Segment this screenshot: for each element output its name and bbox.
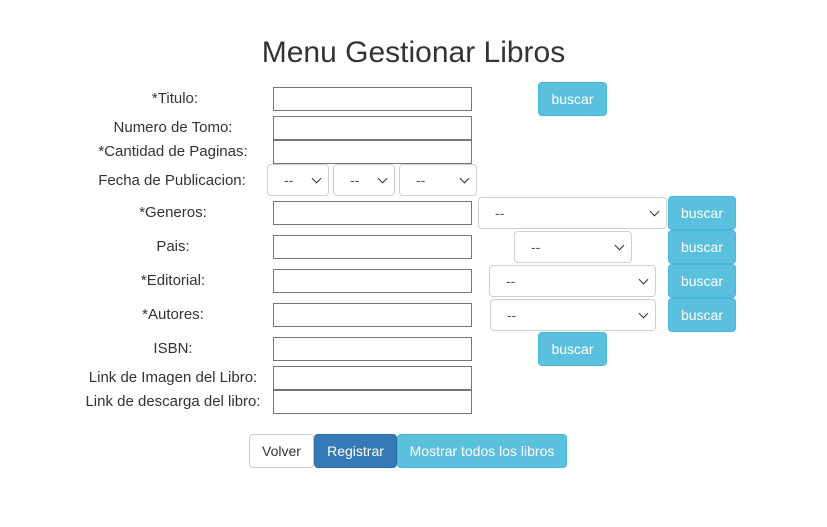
chevron-down-icon [638, 308, 649, 319]
chevron-down-icon [311, 173, 322, 184]
chevron-down-icon [638, 274, 649, 285]
buscar-autores-button[interactable]: buscar [668, 298, 736, 332]
fecha-day-value: -- [284, 172, 294, 188]
volver-button[interactable]: Volver [249, 434, 314, 468]
fecha-year-value: -- [416, 172, 426, 188]
pais-label: Pais: [156, 238, 190, 255]
fecha-month-select[interactable]: -- [333, 164, 395, 196]
buscar-isbn-button[interactable]: buscar [538, 332, 607, 366]
paginas-label: *Cantidad de Paginas: [98, 143, 248, 160]
generos-select[interactable]: -- [478, 197, 667, 229]
isbn-input[interactable] [273, 337, 472, 361]
generos-input[interactable] [273, 201, 472, 225]
titulo-label: *Titulo: [151, 90, 199, 107]
fecha-day-select[interactable]: -- [267, 164, 329, 196]
tomo-input[interactable] [273, 116, 472, 140]
fecha-label: Fecha de Publicacion: [98, 172, 246, 189]
page-title: Menu Gestionar Libros [261, 36, 566, 69]
generos-select-value: -- [495, 205, 505, 221]
generos-label: *Generos: [139, 204, 207, 221]
registrar-button[interactable]: Registrar [314, 434, 397, 468]
autores-label: *Autores: [142, 306, 204, 323]
editorial-select[interactable]: -- [489, 265, 656, 297]
fecha-month-value: -- [350, 172, 360, 188]
imagen-label: Link de Imagen del Libro: [88, 369, 258, 386]
pais-select[interactable]: -- [514, 231, 632, 263]
descarga-label: Link de descarga del libro: [85, 393, 261, 410]
tomo-label: Numero de Tomo: [113, 119, 233, 136]
chevron-down-icon [459, 173, 470, 184]
autores-select-value: -- [507, 307, 517, 323]
buscar-pais-button[interactable]: buscar [668, 230, 736, 264]
buscar-generos-button[interactable]: buscar [668, 196, 736, 230]
editorial-label: *Editorial: [140, 272, 206, 289]
descarga-input[interactable] [273, 390, 472, 414]
fecha-year-select[interactable]: -- [399, 164, 477, 196]
pais-input[interactable] [273, 235, 472, 259]
chevron-down-icon [377, 173, 388, 184]
chevron-down-icon [649, 206, 660, 217]
isbn-label: ISBN: [153, 340, 193, 357]
editorial-input[interactable] [273, 269, 472, 293]
autores-input[interactable] [273, 303, 472, 327]
paginas-input[interactable] [273, 140, 472, 164]
buscar-titulo-button[interactable]: buscar [538, 82, 607, 116]
titulo-input[interactable] [273, 87, 472, 111]
mostrar-todos-button[interactable]: Mostrar todos los libros [397, 434, 567, 468]
imagen-input[interactable] [273, 366, 472, 390]
pais-select-value: -- [531, 239, 541, 255]
editorial-select-value: -- [506, 273, 516, 289]
buscar-editorial-button[interactable]: buscar [668, 264, 736, 298]
autores-select[interactable]: -- [490, 299, 656, 331]
chevron-down-icon [614, 240, 625, 251]
